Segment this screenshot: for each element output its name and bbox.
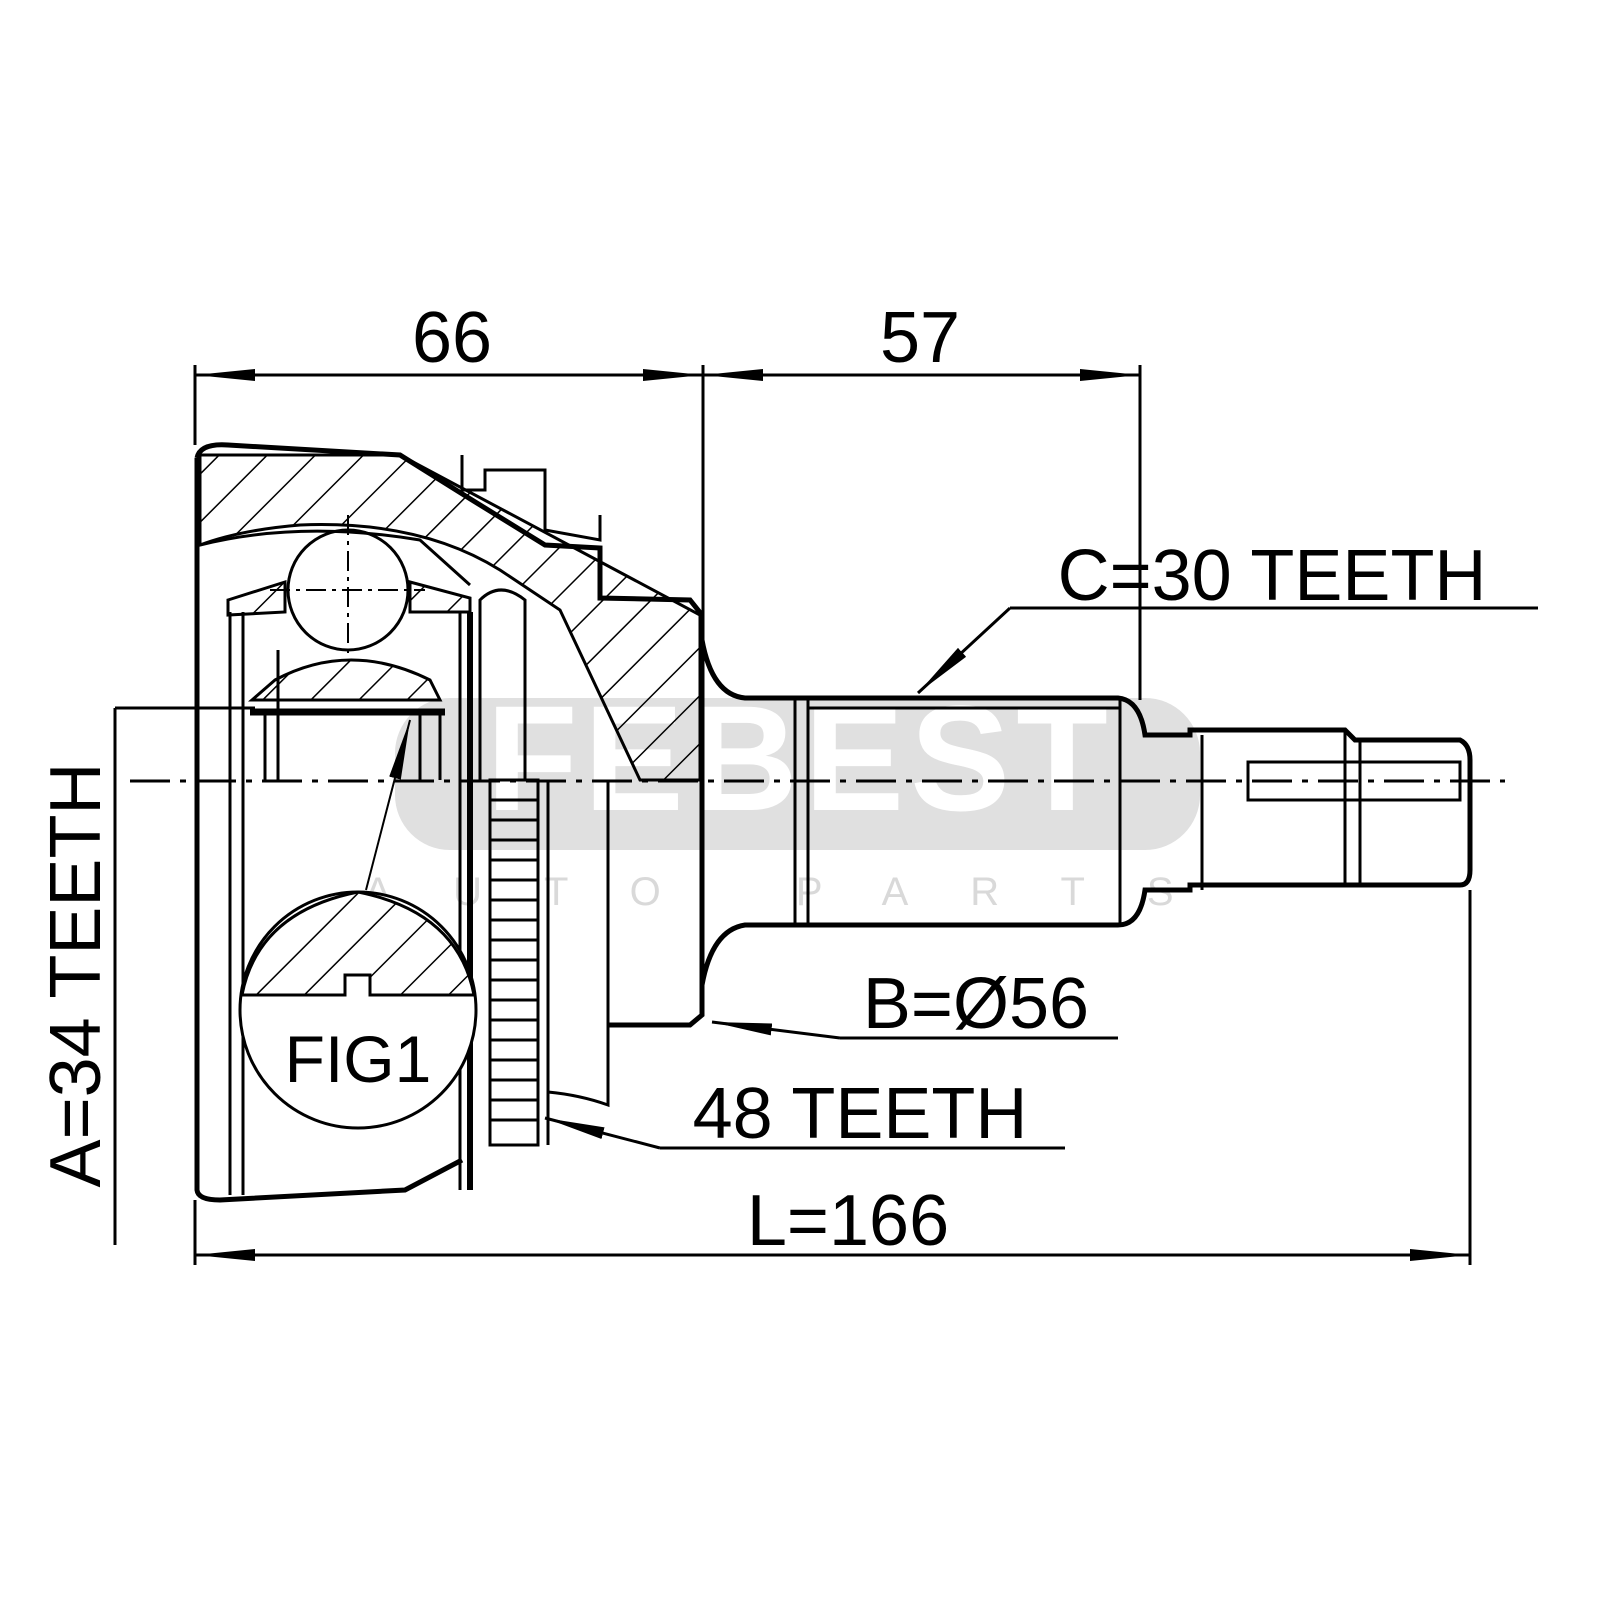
dim-c-label: C=30 TEETH [1058,536,1487,616]
fig1-detail [238,719,478,1130]
dim-57-label: 57 [880,298,960,378]
svg-text:FEBEST: FEBEST [486,674,1114,842]
watermark-logo: FEBEST AUTO PARTS [364,674,1235,914]
dim-48-label: 48 TEETH [693,1074,1028,1154]
outer-housing [194,442,705,1203]
svg-text:AUTO PARTS: AUTO PARTS [364,870,1235,914]
dim-b-label: B=Ø56 [863,964,1089,1044]
dim-a-label: A=34 TEETH [36,763,116,1188]
dim-66-label: 66 [412,298,492,378]
dimension-lines [113,365,1538,1265]
stub-shaft [699,639,1473,986]
fig1-label: FIG1 [285,1022,432,1096]
dim-l-label: L=166 [747,1181,949,1261]
